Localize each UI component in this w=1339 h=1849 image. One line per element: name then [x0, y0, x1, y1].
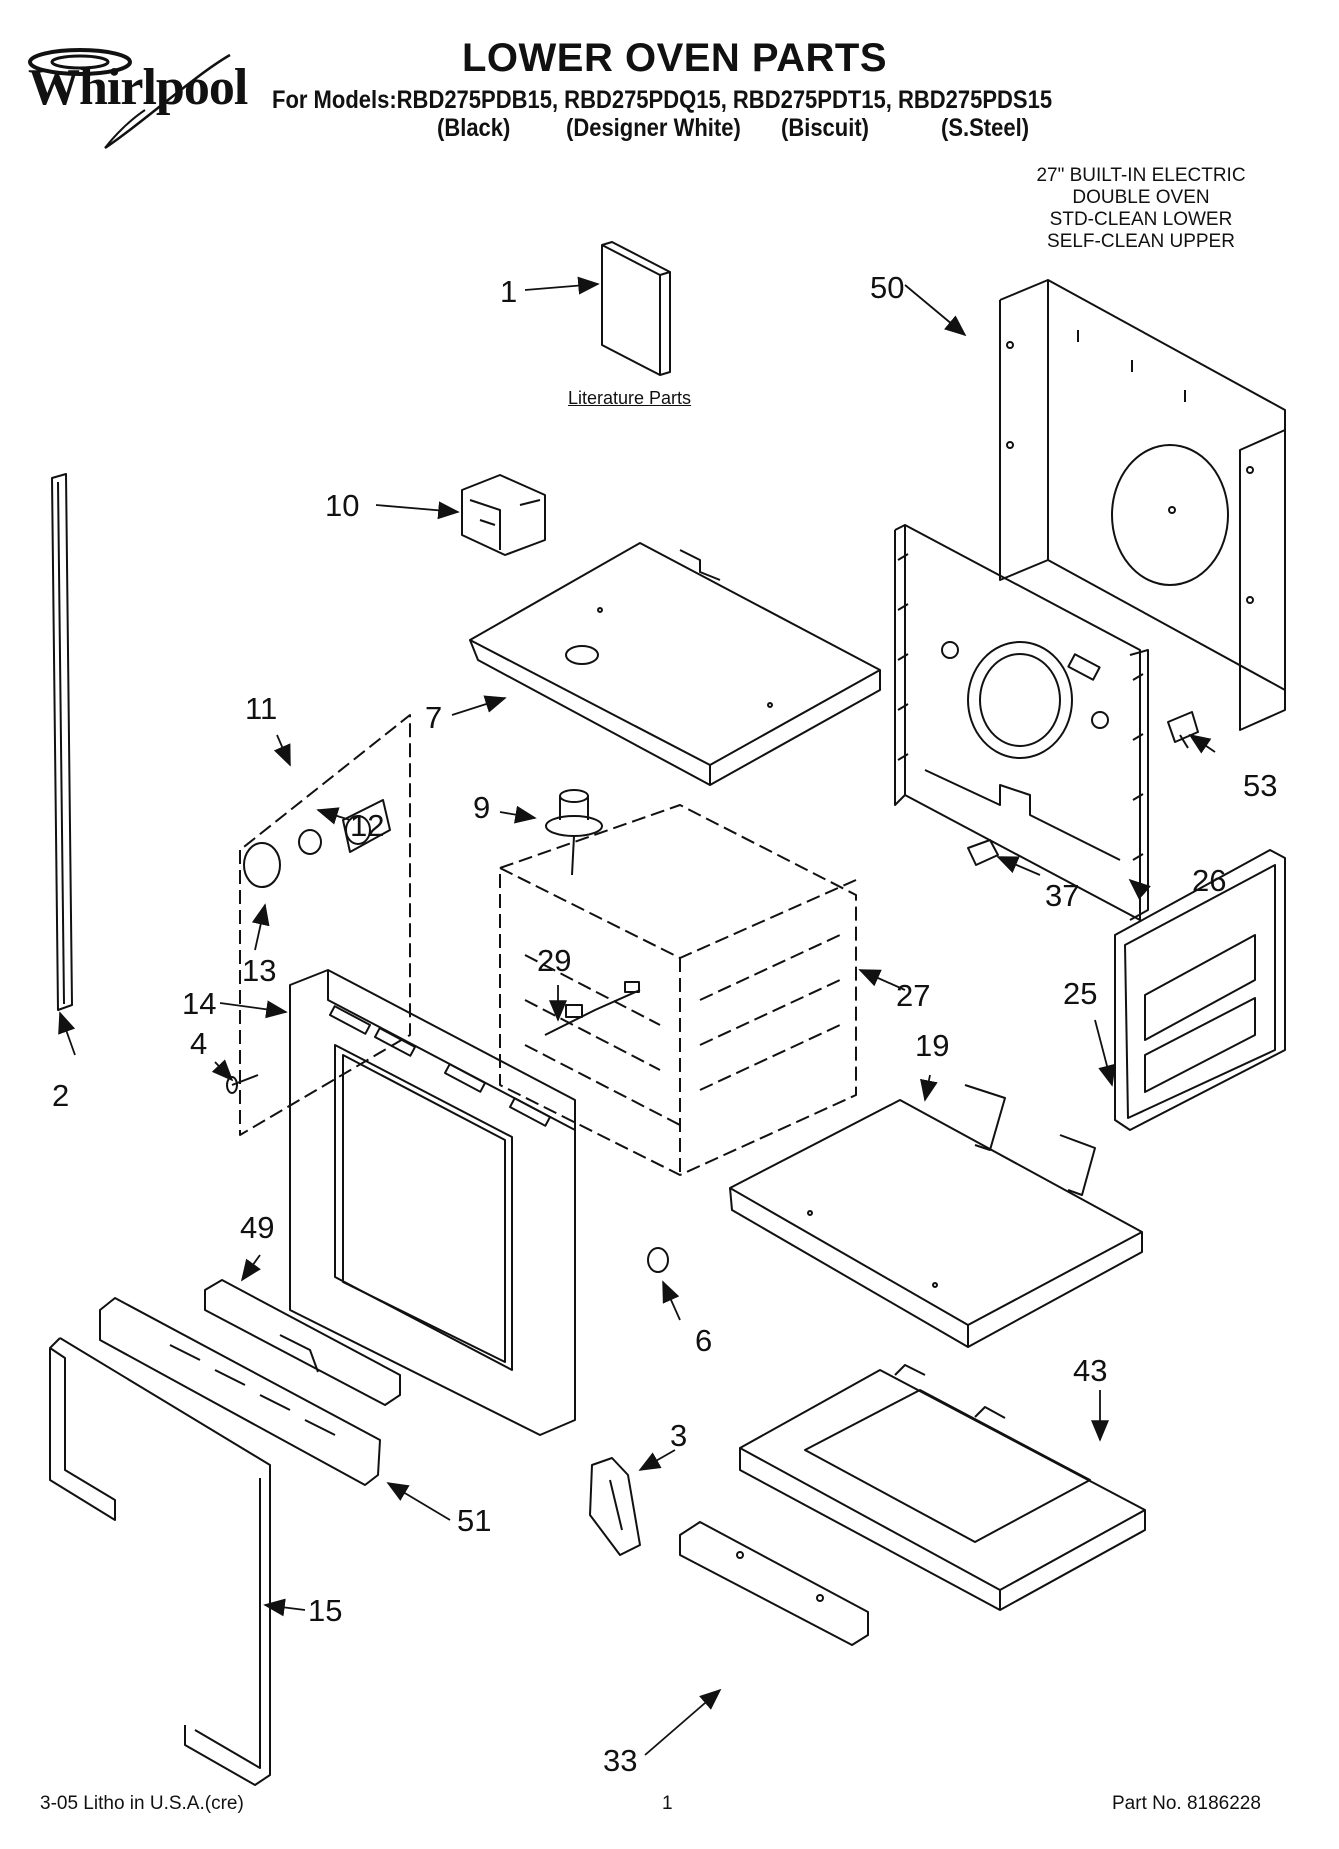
callout-7: 7 [425, 700, 443, 735]
part-37-bracket [967, 839, 999, 866]
part-9-sensor [545, 789, 603, 876]
spec-line: DOUBLE OVEN [1072, 187, 1210, 208]
callout-27: 27 [896, 978, 931, 1013]
callout-13: 13 [242, 953, 277, 988]
part-10-bracket [461, 474, 546, 556]
callout-3: 3 [670, 1418, 688, 1453]
part-15-gasket [49, 1337, 271, 1786]
callout-2: 2 [52, 1078, 70, 1113]
callout-51: 51 [457, 1503, 492, 1538]
part-50-rear-panel [999, 279, 1286, 731]
part-1-literature [601, 241, 671, 376]
callout-49: 49 [240, 1210, 275, 1245]
part-53-clip [1167, 711, 1199, 749]
oven-spec: 27" BUILT-IN ELECTRIC DOUBLE OVEN STD-CL… [991, 165, 1291, 253]
callout-1: 1 [500, 274, 518, 309]
callout-14: 14 [182, 986, 217, 1021]
callout-25: 25 [1063, 976, 1098, 1011]
color-biscuit: (Biscuit) [781, 114, 869, 142]
spec-line: SELF-CLEAN UPPER [1047, 231, 1235, 252]
color-black: (Black) [437, 114, 511, 142]
spec-line: 27" BUILT-IN ELECTRIC [1036, 165, 1246, 186]
color-designer-white: (Designer White) [566, 114, 741, 142]
models-line: For Models:RBD275PDB15, RBD275PDQ15, RBD… [272, 86, 1053, 114]
part-number: Part No. 8186228 [1112, 1793, 1261, 1814]
part-2-trim-strip [51, 473, 73, 1011]
part-19-tray [729, 1084, 1143, 1348]
part-4-screw [226, 1074, 259, 1094]
callout-6: 6 [695, 1323, 713, 1358]
part-6-plug [647, 1247, 669, 1273]
part-3-bracket [589, 1457, 641, 1556]
part-25-side-panel [1114, 849, 1286, 1131]
callout-arrows [58, 276, 1216, 1756]
callout-19: 19 [915, 1028, 950, 1063]
part-29-wire [544, 981, 641, 1036]
part-51-vent-strip [99, 1297, 381, 1486]
callout-37: 37 [1045, 878, 1080, 913]
callout-10: 10 [325, 488, 360, 523]
callout-43: 43 [1073, 1353, 1108, 1388]
part-27-oven-cavity [499, 804, 857, 1176]
callout-29: 29 [537, 943, 572, 978]
callout-53: 53 [1243, 768, 1278, 803]
literature-parts-label: Literature Parts [568, 388, 692, 408]
spec-line: STD-CLEAN LOWER [1049, 209, 1233, 230]
part-14-front-frame [289, 969, 576, 1436]
callout-33: 33 [603, 1743, 638, 1778]
callout-12: 12 [350, 808, 385, 843]
callout-4: 4 [190, 1026, 208, 1061]
part-33-rail [679, 1521, 869, 1646]
part-26-rear-frame [894, 524, 1149, 921]
callout-15: 15 [308, 1593, 343, 1628]
footer-litho: 3-05 Litho in U.S.A.(cre) [40, 1793, 244, 1814]
callout-26: 26 [1192, 863, 1227, 898]
page-number: 1 [662, 1793, 673, 1814]
color-s-steel: (S.Steel) [941, 114, 1030, 142]
whirlpool-logo [28, 48, 231, 150]
callout-50: 50 [870, 270, 905, 305]
part-49-channel [204, 1279, 401, 1406]
callout-9: 9 [473, 790, 491, 825]
part-43-floor [739, 1364, 1146, 1611]
part-7-top-panel [469, 542, 881, 786]
brand-wordmark: Whirlpool [28, 59, 248, 116]
callout-11: 11 [245, 691, 278, 726]
parts-11-12-13-group [239, 714, 411, 1136]
page-title: LOWER OVEN PARTS [461, 36, 888, 80]
